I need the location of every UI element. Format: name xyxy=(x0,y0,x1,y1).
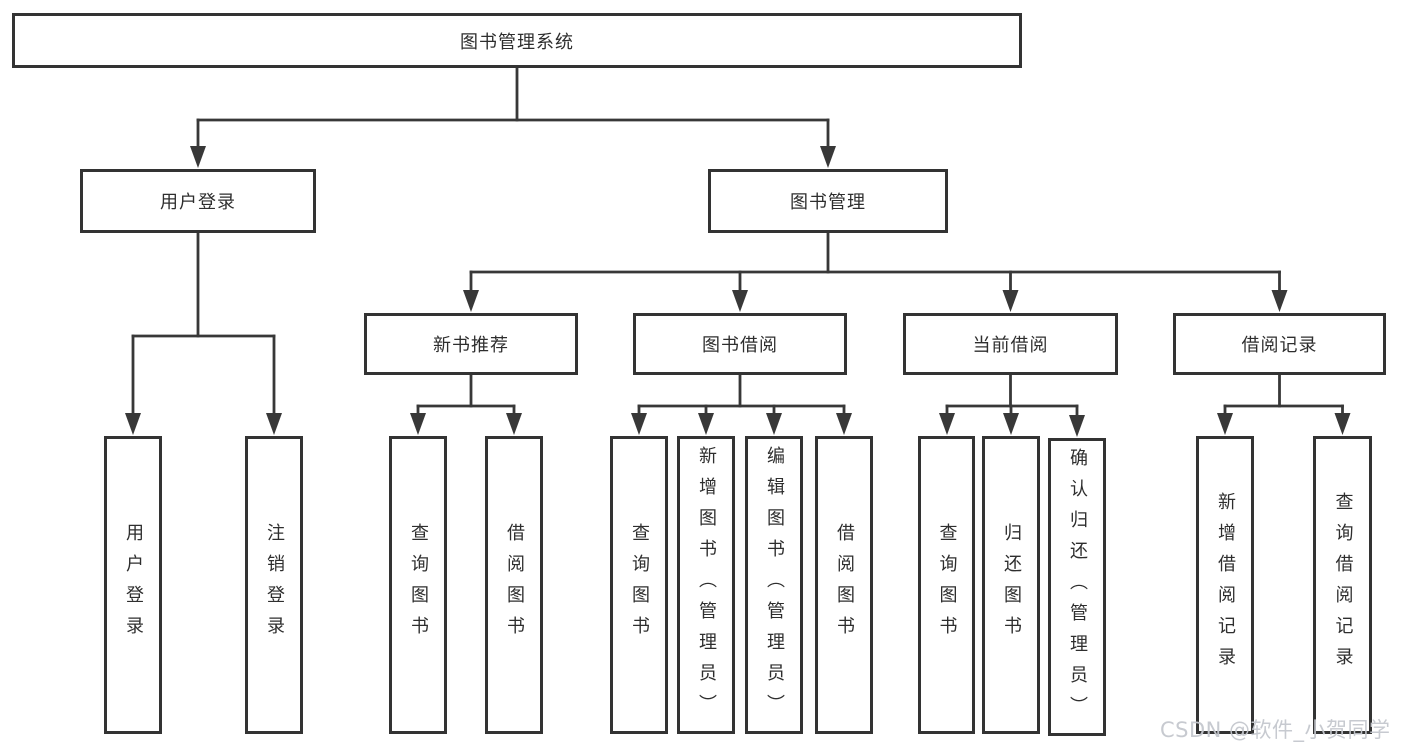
leaf-borrow-books-2-label: 借阅图书 xyxy=(834,523,855,647)
node-book-management-label: 图书管理 xyxy=(790,192,866,213)
node-root-label: 图书管理系统 xyxy=(460,31,574,53)
leaf-user-login-label: 用户登录 xyxy=(123,523,144,647)
node-current-borrow-label: 当前借阅 xyxy=(972,335,1049,356)
leaf-confirm-return-admin-label: 确认归还（管理员） xyxy=(1067,447,1088,727)
node-book-management: 图书管理 xyxy=(708,169,948,233)
node-borrow-records-label: 借阅记录 xyxy=(1241,335,1318,356)
leaf-query-borrow-record-label: 查询借阅记录 xyxy=(1332,492,1354,678)
leaf-add-book-admin-label: 新增图书（管理员） xyxy=(696,445,717,725)
node-current-borrow: 当前借阅 xyxy=(903,313,1118,375)
leaf-return-book-label: 归还图书 xyxy=(1001,523,1022,647)
node-book-borrow-label: 图书借阅 xyxy=(702,335,778,356)
leaf-query-books-1-label: 查询图书 xyxy=(408,523,429,647)
leaf-edit-book-admin-label: 编辑图书（管理员） xyxy=(764,445,785,725)
leaf-edit-book-admin: 编辑图书（管理员） xyxy=(745,436,803,734)
leaf-query-books-2-label: 查询图书 xyxy=(629,523,650,647)
node-book-borrow: 图书借阅 xyxy=(633,313,847,375)
node-new-book-recommend: 新书推荐 xyxy=(364,313,578,375)
leaf-logout: 注销登录 xyxy=(245,436,303,734)
leaf-query-books-3-label: 查询图书 xyxy=(936,523,958,647)
leaf-borrow-books-1: 借阅图书 xyxy=(485,436,543,734)
leaf-borrow-books-1-label: 借阅图书 xyxy=(504,523,525,647)
leaf-add-borrow-record-label: 新增借阅记录 xyxy=(1215,492,1236,678)
leaf-query-books-3: 查询图书 xyxy=(918,436,975,734)
leaf-query-books-1: 查询图书 xyxy=(389,436,447,734)
leaf-return-book: 归还图书 xyxy=(982,436,1040,734)
node-new-book-recommend-label: 新书推荐 xyxy=(433,335,509,356)
leaf-add-borrow-record: 新增借阅记录 xyxy=(1196,436,1254,734)
node-user-login: 用户登录 xyxy=(80,169,316,233)
leaf-user-login: 用户登录 xyxy=(104,436,162,734)
leaf-add-book-admin: 新增图书（管理员） xyxy=(677,436,735,734)
node-user-login-label: 用户登录 xyxy=(160,192,236,213)
leaf-query-borrow-record: 查询借阅记录 xyxy=(1313,436,1372,734)
leaf-borrow-books-2: 借阅图书 xyxy=(815,436,873,734)
node-borrow-records: 借阅记录 xyxy=(1173,313,1386,375)
node-root: 图书管理系统 xyxy=(12,13,1022,68)
watermark: CSDN @软件_小贺同学 xyxy=(1160,718,1391,742)
leaf-logout-label: 注销登录 xyxy=(264,523,285,647)
leaf-confirm-return-admin: 确认归还（管理员） xyxy=(1048,438,1106,736)
leaf-query-books-2: 查询图书 xyxy=(610,436,668,734)
